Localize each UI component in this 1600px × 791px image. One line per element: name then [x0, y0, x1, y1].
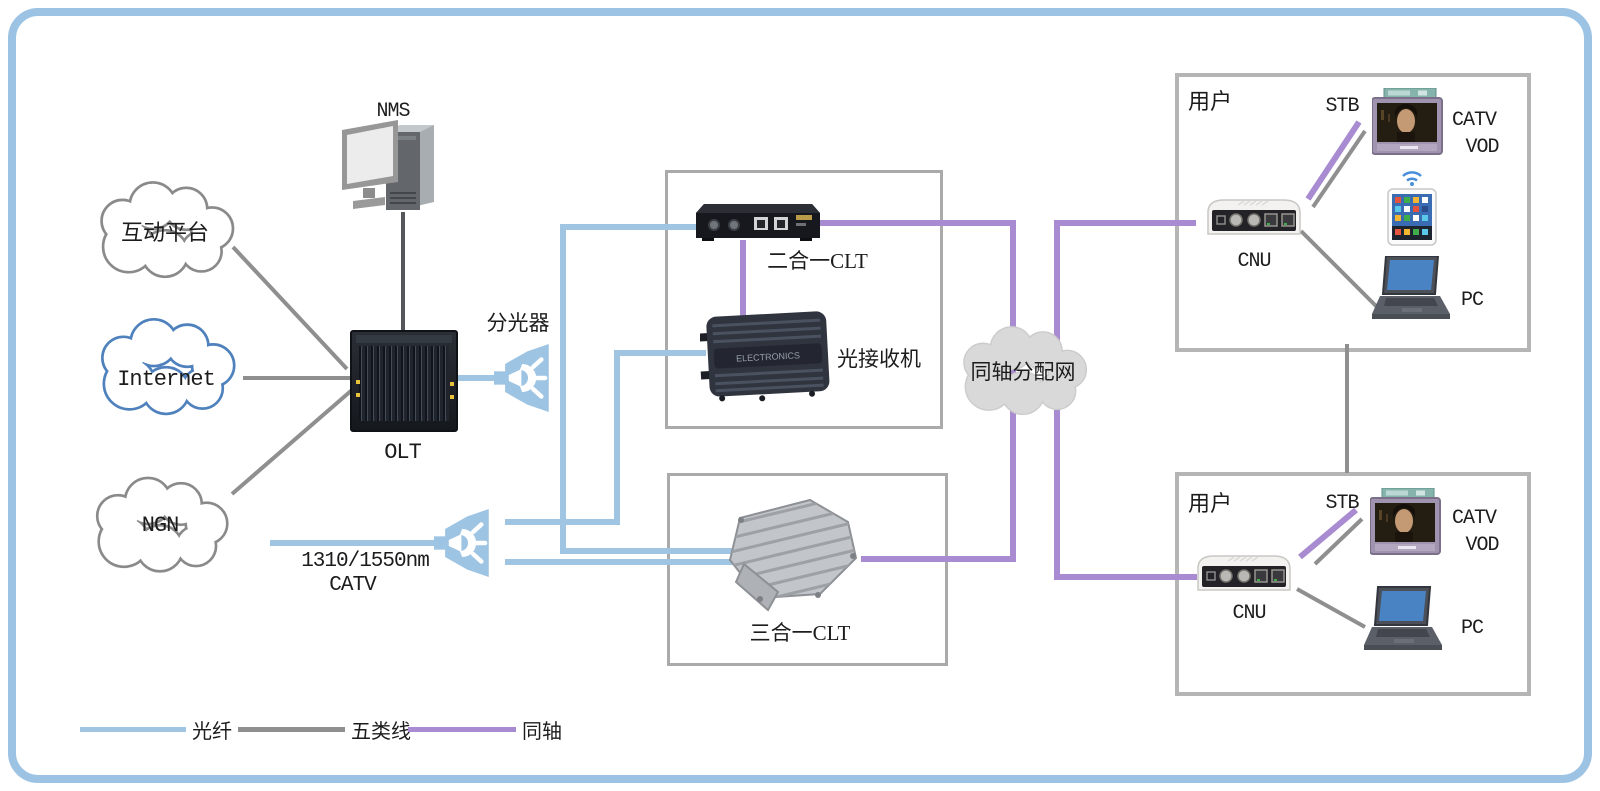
optical-receiver-icon: ELECTRONICS [700, 311, 830, 402]
legend-coax-line [408, 727, 516, 732]
legend-coax-label: 同轴 [522, 721, 562, 743]
cnu-2-label: CNU [1232, 602, 1266, 625]
coax-network-cloud-label: 同轴分配网 [970, 360, 1076, 384]
user-group-box-2 [1175, 472, 1531, 696]
cloud-icon [101, 317, 236, 416]
coax-network-cloud-icon [963, 326, 1088, 416]
line-cnu2-tv2-cat5 [1313, 517, 1364, 566]
catv-feed-label-line2: CATV [329, 574, 376, 597]
clt-3in1-device-icon [728, 498, 858, 612]
user-group-2-label: 用户 [1188, 491, 1233, 516]
pc-1-label: PC [1460, 289, 1484, 312]
clt2-group-box [665, 170, 943, 429]
cloud-icon [100, 181, 235, 279]
laptop-icon [1364, 586, 1442, 650]
stb-2-label: STB [1325, 492, 1359, 515]
line-cnu1-pc1 [1299, 229, 1381, 311]
legend-cat5-line [238, 727, 345, 732]
olt-label: OLT [384, 440, 422, 465]
receiver-label: 光接收机 [837, 347, 921, 371]
clt3-group-box [667, 473, 948, 666]
line-platform-olt [231, 245, 349, 371]
platform-cloud-label: 互动平台 [120, 220, 209, 245]
vod-2-label: VOD [1465, 534, 1499, 557]
clt2-label: 二合一CLT [767, 249, 868, 273]
user-group-1-label: 用户 [1188, 89, 1233, 114]
line-cnu1-tv1-cat5 [1311, 129, 1367, 209]
clt-2in1-device-icon [696, 204, 820, 241]
vod-1-label: VOD [1465, 136, 1499, 159]
line-splitter-clt2-clt3-fiber [560, 224, 739, 554]
pc-2-label: PC [1460, 617, 1484, 640]
catv-2-label: CATV [1451, 507, 1497, 530]
nms-label: NMS [376, 100, 410, 123]
line-splitter2-receiver [505, 350, 706, 525]
olt-chassis-icon [350, 330, 458, 432]
line-cnu1-stb-coax [1305, 120, 1362, 201]
line-ngn-olt [230, 388, 354, 496]
svg-text:ELECTRONICS: ELECTRONICS [736, 350, 800, 363]
splitter-label: 分光器 [486, 311, 550, 335]
catv-feed-label-line1: 1310/1550nm [301, 550, 430, 573]
tv-icon [1370, 488, 1441, 555]
catv-1-label: CATV [1451, 109, 1497, 132]
legend-fiber-label: 光纤 [192, 721, 232, 743]
line-cnu2-pc2 [1296, 587, 1366, 629]
internet-cloud-label: Internet [117, 366, 216, 392]
line-cnu2-stb-coax [1298, 507, 1358, 560]
legend-cat5-label: 五类线 [351, 721, 411, 743]
stb-1-label: STB [1325, 95, 1359, 118]
tablet-icon [1387, 171, 1437, 246]
diagram-frame [8, 8, 1592, 783]
user-group-box-1 [1175, 73, 1531, 352]
laptop-icon [1372, 256, 1450, 319]
optical-splitter-icon [494, 343, 549, 413]
tv-icon [1372, 88, 1443, 155]
clt3-label: 三合一CLT [749, 621, 851, 645]
optical-splitter-icon [434, 508, 489, 578]
cnu-1-label: CNU [1237, 250, 1271, 273]
ngn-cloud-label: NGN [141, 512, 180, 538]
cnu-device-icon [1207, 199, 1301, 235]
nms-computer-icon [342, 120, 434, 210]
cloud-icon [95, 476, 229, 573]
legend-fiber-line [80, 727, 186, 732]
cnu-device-icon [1197, 555, 1291, 591]
